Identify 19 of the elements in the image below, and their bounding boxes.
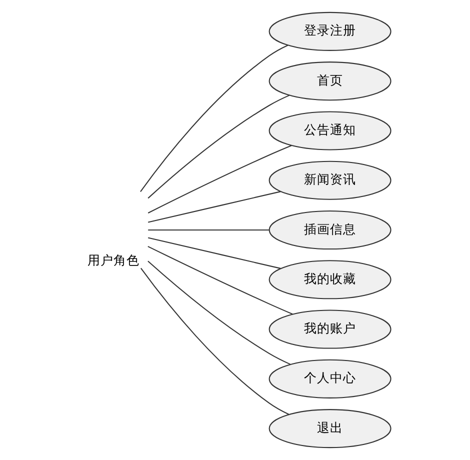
connector bbox=[148, 94, 290, 199]
node-ellipse: 首页 bbox=[268, 62, 392, 101]
node-ellipse: 插画信息 bbox=[268, 210, 392, 250]
connector bbox=[148, 246, 293, 315]
connector bbox=[148, 260, 291, 365]
node-ellipse: 登录注册 bbox=[268, 12, 392, 51]
connector bbox=[140, 268, 290, 415]
connector bbox=[148, 229, 269, 231]
connector bbox=[148, 145, 292, 214]
node-text: 用户角色 bbox=[88, 252, 140, 268]
node-ellipse: 我的账户 bbox=[268, 310, 392, 349]
node-ellipse: 退出 bbox=[268, 409, 392, 448]
connector bbox=[140, 44, 288, 192]
node-ellipse: 新闻资讯 bbox=[268, 160, 392, 200]
node-ellipse: 公告通知 bbox=[268, 111, 392, 150]
node-ellipse: 个人中心 bbox=[268, 359, 392, 398]
connector bbox=[148, 237, 281, 269]
node-ellipse: 我的收藏 bbox=[268, 260, 392, 300]
connector bbox=[148, 191, 281, 223]
